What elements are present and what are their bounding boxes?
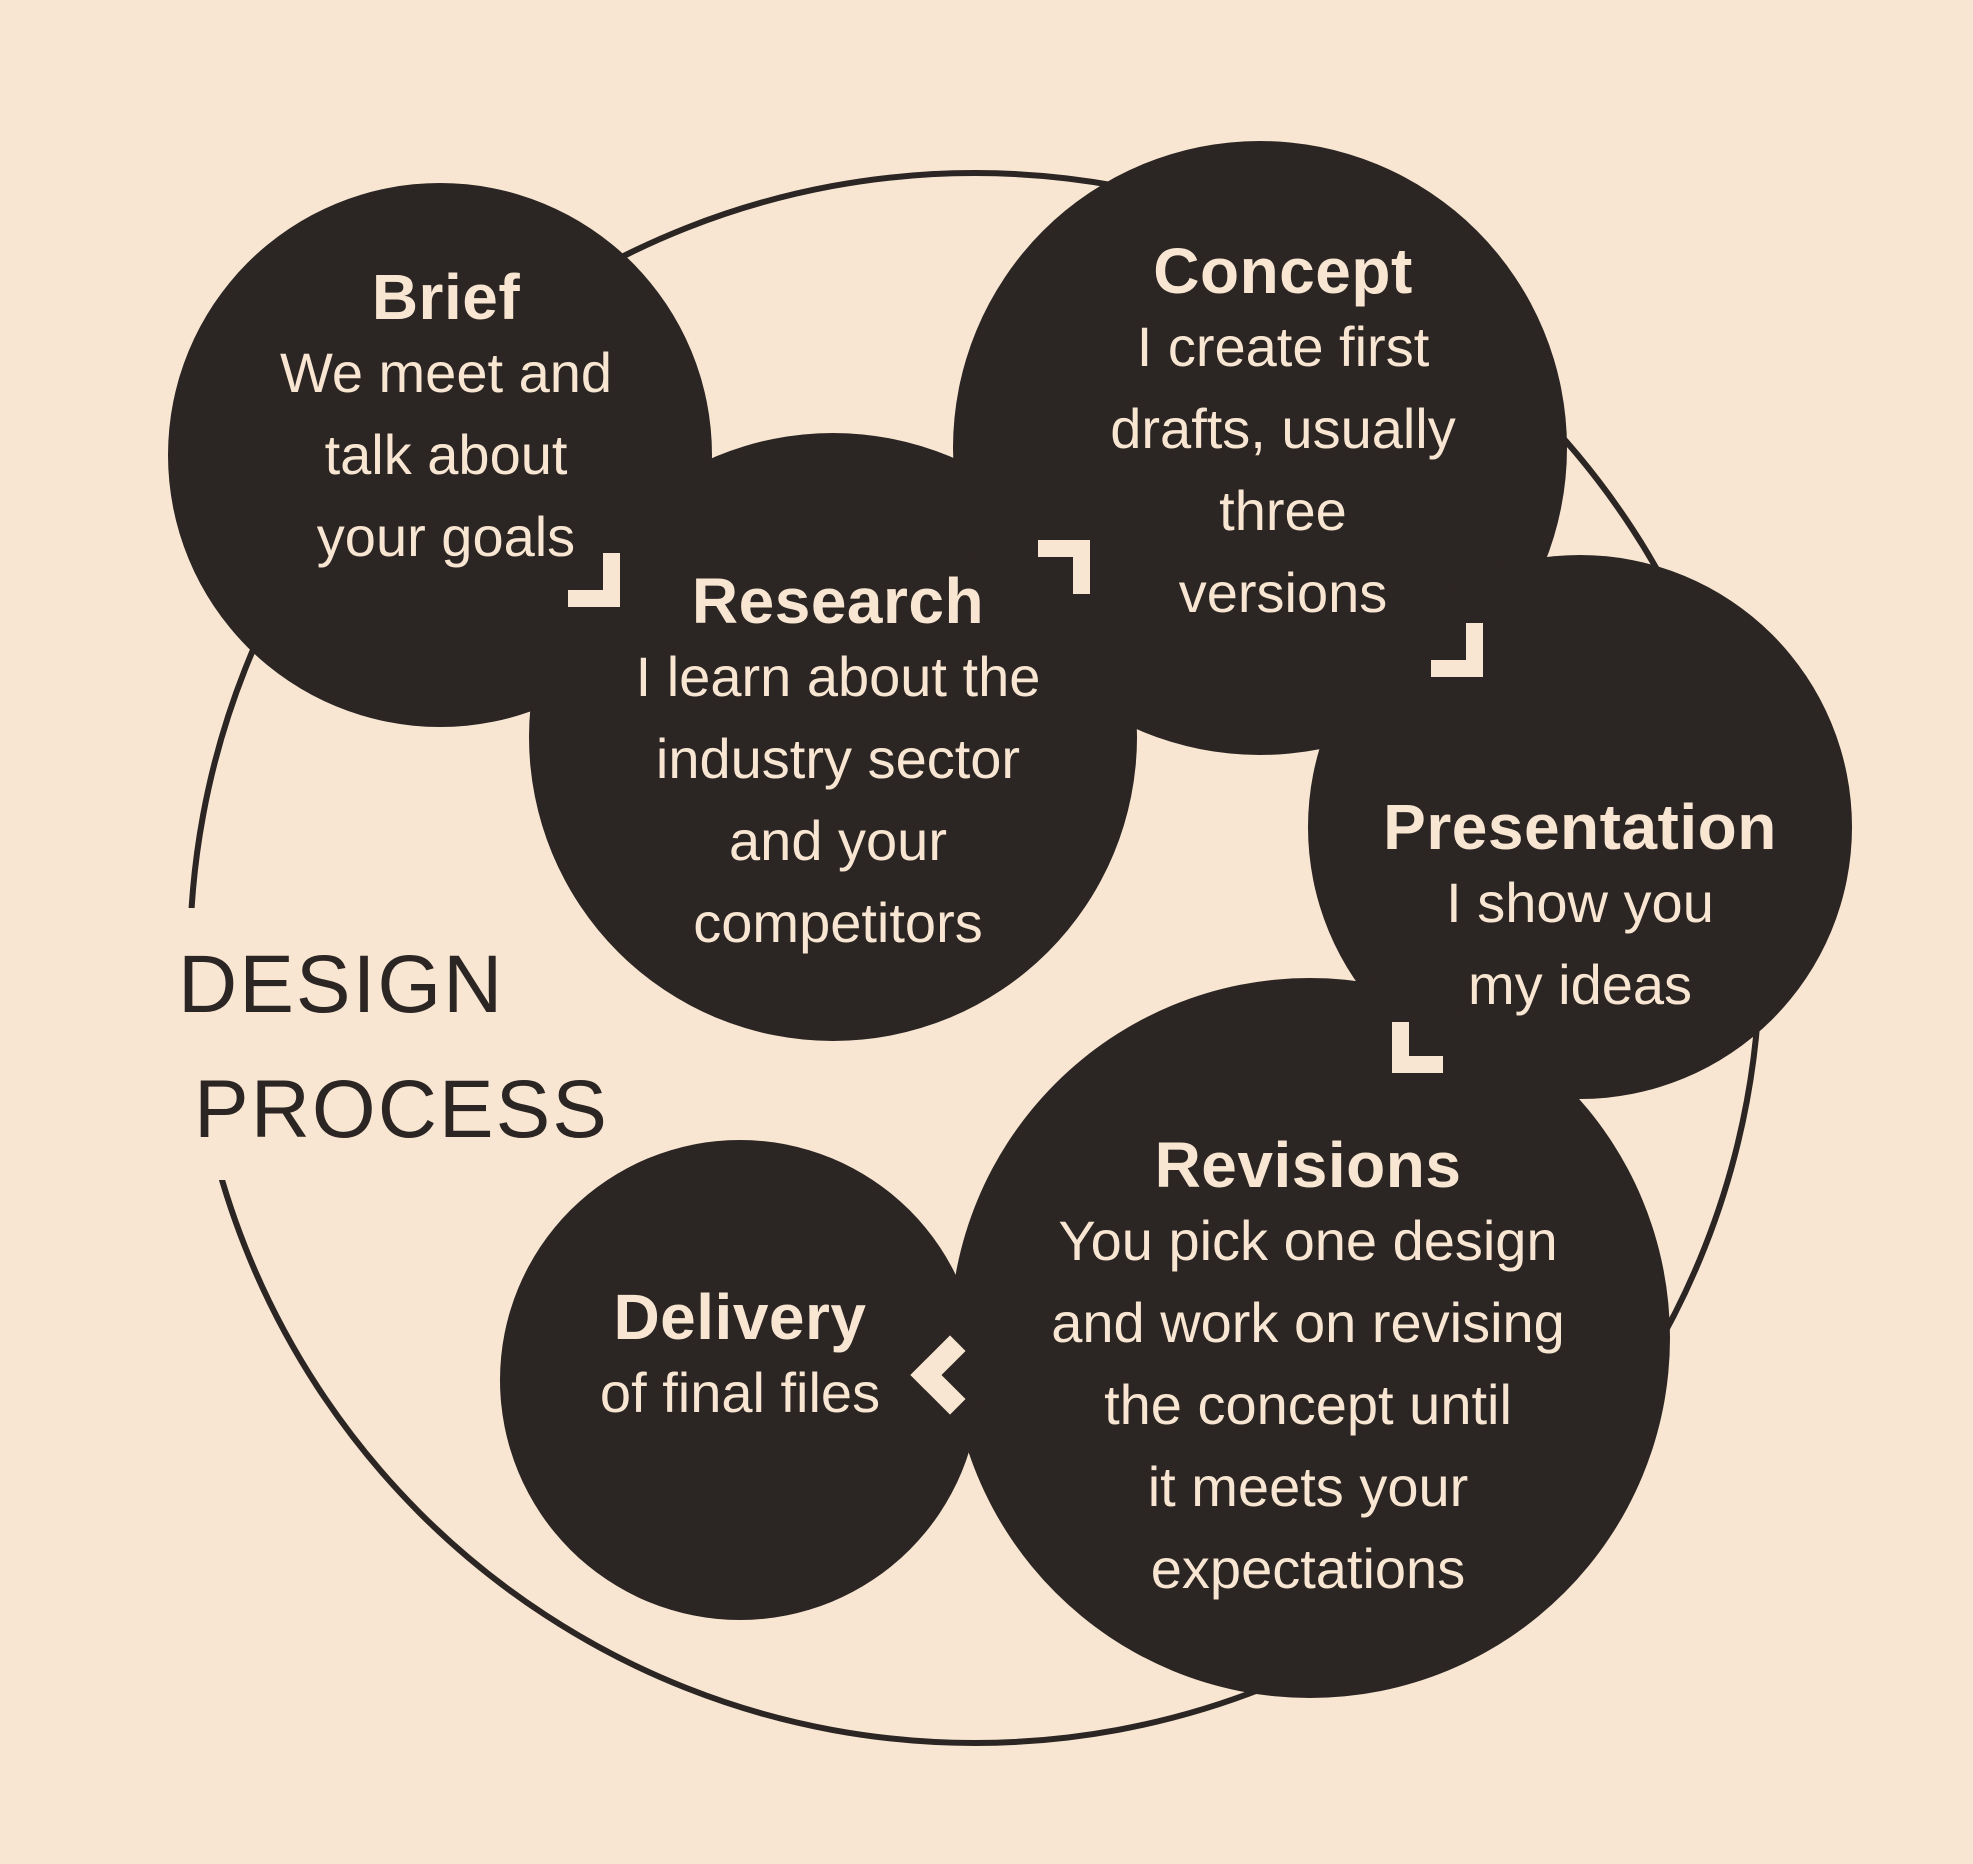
step-line: I learn about the — [635, 645, 1041, 708]
step-circle-delivery — [500, 1140, 980, 1620]
step-title: Presentation — [1383, 791, 1777, 863]
corner-arrow-icon — [568, 553, 620, 607]
step-line: You pick one design — [1058, 1209, 1558, 1272]
page-title: DESIGN PROCESS — [178, 922, 609, 1172]
step-circle-revisions — [950, 978, 1670, 1698]
title-mask — [125, 908, 595, 1180]
step-text-research: Research I learn about the industry sect… — [636, 566, 1041, 964]
step-line: three — [1219, 479, 1347, 542]
corner-arrow-icon — [1431, 623, 1483, 677]
step-text-revisions: Revisions You pick one design and work o… — [1051, 1130, 1565, 1610]
step-title: Revisions — [1154, 1129, 1462, 1201]
step-text-brief: Brief We meet and talk about your goals — [280, 262, 612, 578]
step-line: competitors — [693, 891, 983, 954]
step-title: Concept — [1153, 235, 1413, 307]
step-text-presentation: Presentation I show you my ideas — [1383, 792, 1777, 1026]
step-line: your goals — [316, 505, 576, 568]
step-line: my ideas — [1467, 953, 1693, 1016]
step-line: versions — [1178, 561, 1388, 624]
step-line: it meets your — [1147, 1455, 1469, 1518]
step-line: and work on revising — [1051, 1291, 1565, 1354]
step-line: industry sector — [655, 727, 1021, 790]
page-title-line2: PROCESS — [194, 1064, 609, 1155]
step-title: Brief — [371, 261, 521, 333]
step-line: drafts, usually — [1110, 397, 1456, 460]
step-title: Delivery — [613, 1281, 867, 1353]
step-line: I show you — [1446, 871, 1714, 934]
step-text-delivery: Delivery of final files — [600, 1282, 880, 1434]
step-line: We meet and — [279, 341, 613, 404]
step-line: talk about — [324, 423, 568, 486]
page-title-line1: DESIGN — [178, 939, 505, 1030]
step-text-concept: Concept I create first drafts, usually t… — [1110, 236, 1456, 634]
step-title: Research — [691, 565, 985, 637]
step-line: expectations — [1150, 1537, 1466, 1600]
corner-arrow-icon — [1392, 1022, 1443, 1073]
step-line: the concept until — [1104, 1373, 1512, 1436]
step-line: I create first — [1136, 315, 1430, 378]
corner-arrow-icon — [1038, 540, 1090, 594]
step-line: and your — [729, 809, 947, 872]
step-line: of final files — [599, 1361, 881, 1424]
